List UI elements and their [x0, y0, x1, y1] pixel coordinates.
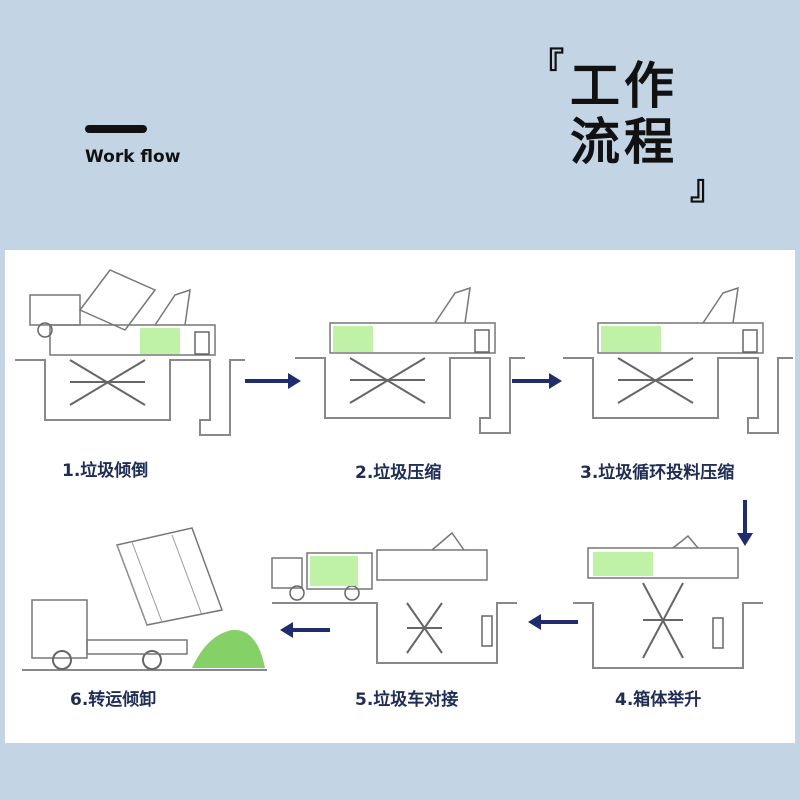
- step-3-illustration: [562, 287, 794, 434]
- title-line-1: 工作: [570, 57, 678, 115]
- diagram-panel: [5, 250, 795, 743]
- step-2-label: 2.垃圾压缩: [355, 463, 442, 483]
- arrow-4-to-5: [528, 614, 578, 630]
- workflow-subtitle: Work flow: [85, 147, 181, 167]
- compartment-fill: [140, 328, 180, 354]
- step-1-illustration: [14, 269, 246, 436]
- step-1-label: 1.垃圾倾倒: [62, 461, 149, 481]
- step-6-label: 6.转运倾卸: [70, 690, 157, 710]
- arrow-1-to-2: [245, 373, 301, 389]
- step-5-illustration: [271, 531, 517, 664]
- bracket-close: 』: [690, 168, 724, 208]
- arrow-3-to-4: [737, 500, 753, 546]
- step-3-label: 3.垃圾循环投料压缩: [580, 463, 735, 483]
- footer-band: [0, 743, 800, 800]
- step-2-illustration: [294, 287, 526, 434]
- step-5-label: 5.垃圾车对接: [355, 690, 459, 710]
- title-line-2: 流程: [570, 113, 678, 171]
- compartment-fill: [601, 326, 661, 352]
- step-6-illustration: [22, 527, 267, 671]
- arrow-5-to-6: [280, 622, 330, 638]
- page-title: 工作 流程: [570, 58, 678, 170]
- compartment-fill: [310, 556, 358, 586]
- bracket-open: 『: [530, 46, 564, 86]
- step-4-illustration: [573, 534, 763, 669]
- garbage-pile: [192, 629, 265, 668]
- decorative-bar: [85, 125, 147, 133]
- step-4-label: 4.箱体举升: [615, 690, 702, 710]
- header-band: Work flow 『 工作 流程 』: [0, 0, 800, 250]
- compartment-fill: [333, 326, 373, 352]
- arrow-2-to-3: [512, 373, 562, 389]
- compartment-fill: [593, 552, 653, 576]
